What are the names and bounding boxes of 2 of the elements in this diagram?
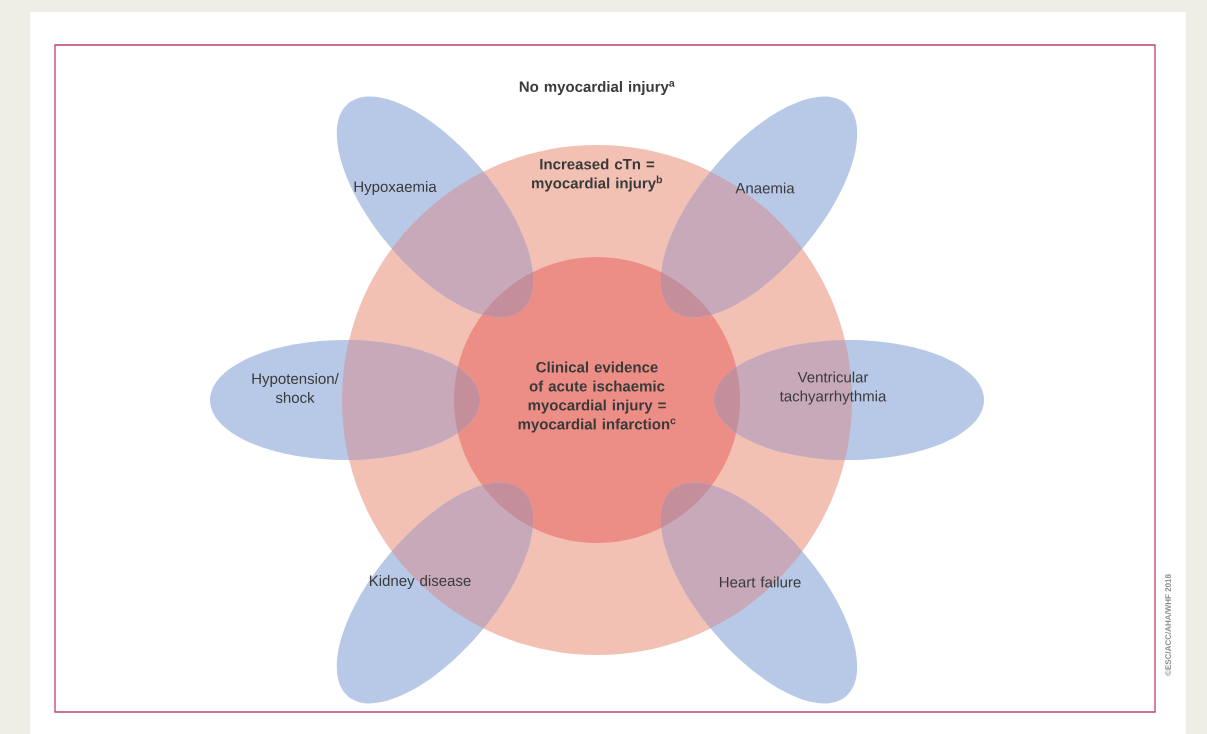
copyright-note: ©ESC/ACC/AHA/WHF 2018: [1165, 574, 1171, 676]
node-label: Hypotension/ shock: [252, 372, 339, 403]
